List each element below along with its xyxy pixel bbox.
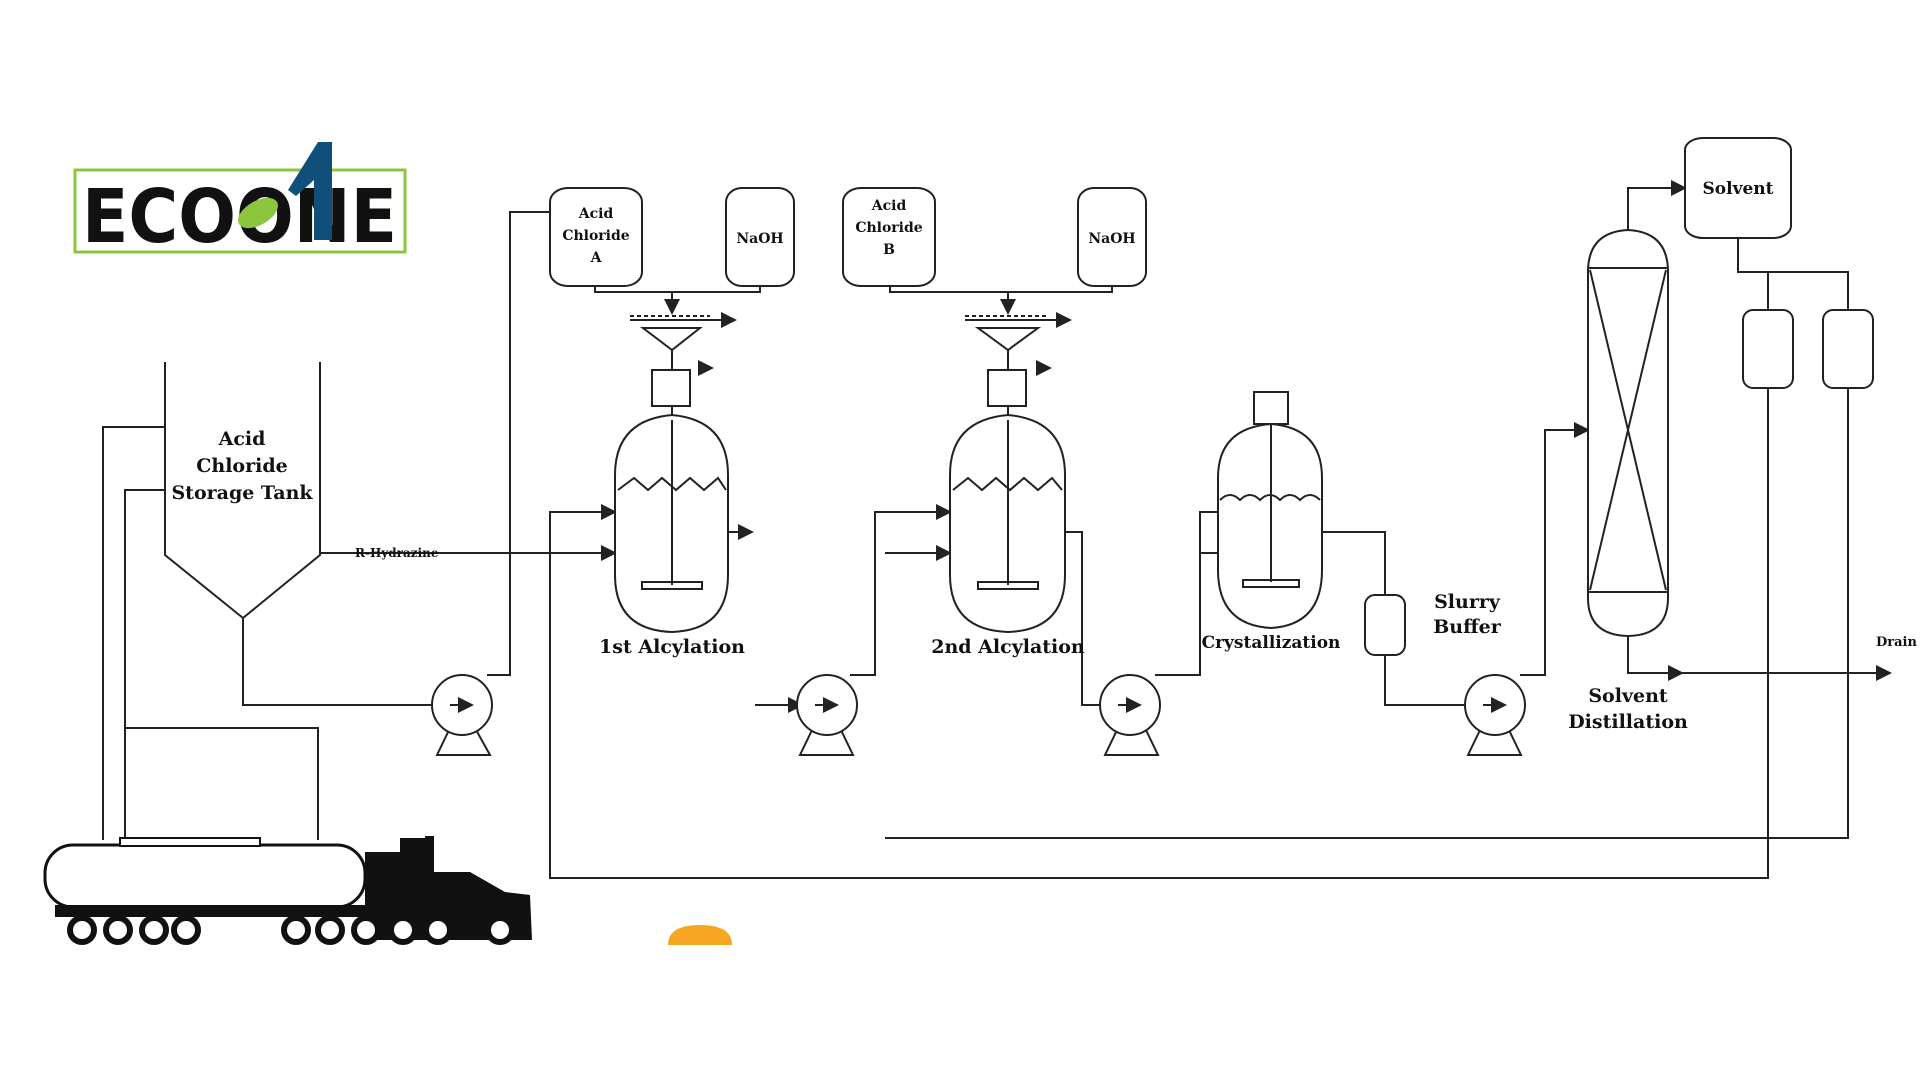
- distillation-column: [1587, 228, 1669, 638]
- logo-leaf-icon: [238, 197, 278, 229]
- dosing-funnel-2: [965, 315, 1048, 420]
- slurry-buffer-vessel: [1364, 594, 1406, 656]
- slurry-buffer-label-2: Buffer: [1433, 616, 1502, 638]
- vessel-a-label-1: Acid: [578, 206, 614, 222]
- vessel-acid-chloride-b: [842, 187, 936, 287]
- vessel-acid-chloride-a: [549, 187, 643, 287]
- pump-4: [1464, 674, 1526, 756]
- orange-decoration-circle: [668, 925, 732, 945]
- storage-tank-label-1: Acid: [218, 428, 266, 450]
- pump-2: [796, 674, 858, 756]
- piping: [102, 180, 1892, 879]
- slurry-buffer-label-1: Slurry: [1434, 591, 1501, 613]
- storage-tank-label-3: Storage Tank: [171, 482, 313, 504]
- r-hydrazine-label: R-Hydrazine: [355, 546, 439, 560]
- reactor-1-label: 1st Alcylation: [599, 636, 745, 658]
- reactor-1st-alkylation: [614, 413, 729, 634]
- naoh-2-label: NaOH: [1088, 231, 1135, 247]
- vessel-naoh-2: [1077, 187, 1147, 287]
- vessel-b-label-1: Acid: [871, 198, 907, 214]
- solvent-label: Solvent: [1703, 179, 1774, 199]
- reactor-2nd-alkylation: [949, 413, 1066, 634]
- pump-3: [1099, 674, 1161, 756]
- vessel-naoh-1: [725, 187, 795, 287]
- solvent-tank: [1684, 137, 1792, 239]
- distillation-label-1: Solvent: [1588, 685, 1668, 707]
- storage-tank-label-2: Chloride: [196, 455, 287, 477]
- vessel-a-label-3: A: [590, 250, 603, 266]
- distillation-label-2: Distillation: [1568, 711, 1688, 733]
- solvent-receiver-1: [1742, 309, 1794, 389]
- drain-label: Drain: [1876, 635, 1917, 650]
- solvent-receiver-2: [1822, 309, 1874, 389]
- vessel-b-label-3: B: [883, 242, 895, 258]
- dosing-funnel-1: [630, 315, 710, 420]
- ecoone-logo: ECOONE: [73, 142, 407, 260]
- pump-1: [431, 674, 493, 756]
- crystallizer: [1217, 391, 1323, 630]
- vessel-b-label-2: Chloride: [855, 220, 922, 236]
- naoh-1-label: NaOH: [736, 231, 783, 247]
- vessel-a-label-2: Chloride: [562, 228, 629, 244]
- tanker-truck-icon: [43, 836, 532, 945]
- reactor-2-label: 2nd Alcylation: [931, 636, 1085, 658]
- logo-one-mark: [288, 142, 332, 240]
- crystallization-label: Crystallization: [1202, 633, 1341, 653]
